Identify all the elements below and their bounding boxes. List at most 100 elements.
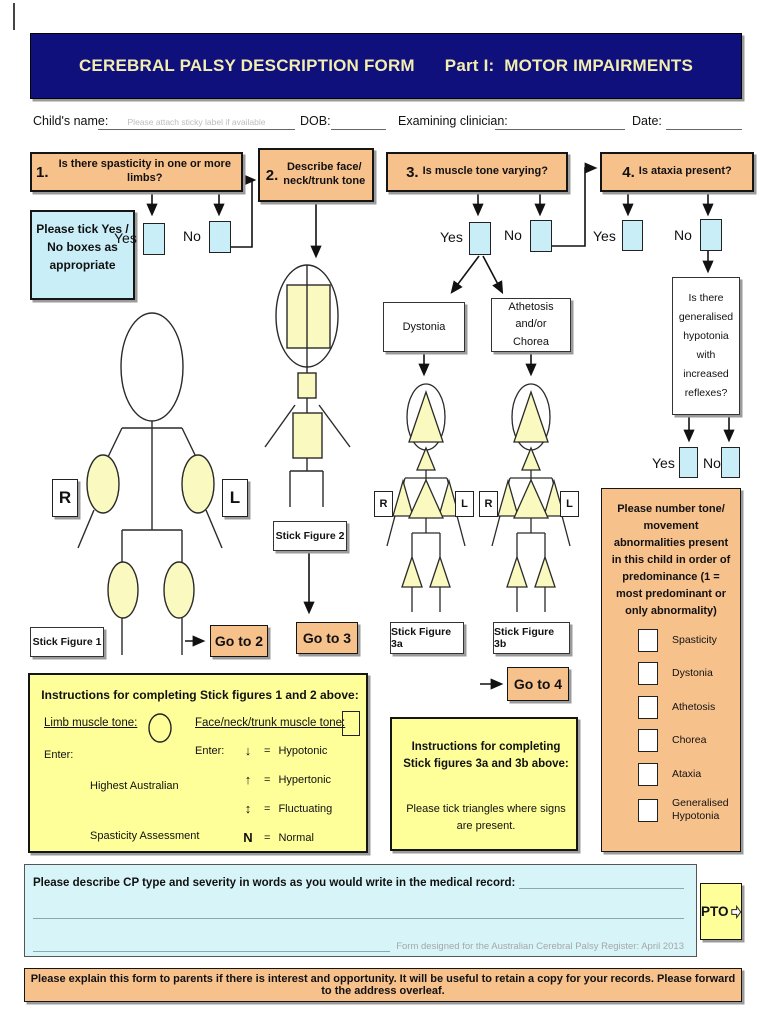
goto-3-box: Go to 3 bbox=[296, 622, 358, 654]
dob-field[interactable] bbox=[331, 112, 386, 130]
hypotonia-no-label: No bbox=[703, 455, 721, 471]
abnormality-row: Chorea bbox=[638, 729, 706, 752]
question-3-text: Is muscle tone varying? bbox=[422, 165, 548, 178]
ataxia-number-field[interactable] bbox=[638, 763, 658, 786]
normal-letter-glyph: N bbox=[243, 830, 253, 845]
up-down-arrow-icon: ↕ bbox=[244, 801, 252, 816]
q1-yes-label: Yes bbox=[114, 230, 137, 246]
predominance-box: Please number tone/ movement abnormaliti… bbox=[601, 488, 741, 852]
face-tone-heading: Face/neck/trunk muscle tone: bbox=[195, 717, 346, 729]
form-title-bar: CEREBRAL PALSY DESCRIPTION FORM Part I: … bbox=[30, 33, 742, 99]
child-name-placeholder: Please attach sticky label if available bbox=[127, 117, 266, 127]
q1-no-checkbox[interactable] bbox=[209, 221, 231, 253]
fig3a-caption: Stick Figure 3a bbox=[390, 622, 464, 654]
predominance-title: Please number tone/ movement abnormaliti… bbox=[611, 503, 731, 618]
child-name-label: Child's name: bbox=[33, 114, 109, 128]
question-2-number: 2. bbox=[265, 166, 279, 184]
chorea-number-field[interactable] bbox=[638, 729, 658, 752]
fig1-left-leg-field[interactable] bbox=[163, 561, 195, 619]
page-turn-arrow-icon bbox=[730, 904, 741, 919]
describe-line-2[interactable] bbox=[33, 917, 684, 919]
question-4-box: 4. Is ataxia present? bbox=[600, 152, 754, 192]
fig3b-left-side-label: L bbox=[560, 491, 579, 517]
tone-row-normal: N = Normal bbox=[240, 830, 314, 845]
question-4-number: 4. bbox=[622, 163, 635, 181]
form-credit-text: Form designed for the Australian Cerebra… bbox=[396, 941, 684, 952]
chorea-label: Chorea bbox=[672, 733, 707, 746]
fig1-left-arm-field[interactable] bbox=[181, 454, 215, 514]
athetosis-number-field[interactable] bbox=[638, 696, 658, 719]
spasticity-label: Spasticity bbox=[672, 633, 717, 646]
hypotonia-yes-label: Yes bbox=[652, 455, 675, 471]
athetosis-label: Athetosis bbox=[672, 700, 716, 713]
fig2-neck-field[interactable] bbox=[297, 372, 317, 399]
q3-no-label: No bbox=[504, 227, 522, 243]
hypotonia-yes-checkbox[interactable] bbox=[679, 447, 698, 478]
fig1-caption: Stick Figure 1 bbox=[30, 627, 104, 657]
goto-4-box: Go to 4 bbox=[507, 667, 569, 701]
pto-box: PTO bbox=[700, 883, 742, 940]
scan-artifact-line bbox=[13, 3, 15, 30]
fig1-head-field[interactable] bbox=[120, 312, 184, 422]
stick-figure-1-diagram[interactable] bbox=[36, 305, 266, 660]
q4-no-checkbox[interactable] bbox=[700, 219, 722, 251]
question-2-box: 2. Describe face/ neck/trunk tone bbox=[258, 148, 374, 202]
describe-line-1[interactable] bbox=[519, 887, 684, 889]
goto-2-box: Go to 2 bbox=[210, 625, 268, 657]
fig3b-caption: Stick Figure 3b bbox=[493, 622, 570, 654]
hypotonia-question-box: Is there generalised hypotonia with incr… bbox=[672, 277, 740, 415]
fig2-caption: Stick Figure 2 bbox=[273, 521, 347, 551]
form-title-left: CEREBRAL PALSY DESCRIPTION FORM bbox=[78, 56, 415, 75]
clinician-label: Examining clinician: bbox=[398, 114, 508, 128]
q3-yes-label: Yes bbox=[440, 229, 463, 245]
dystonia-number-field[interactable] bbox=[638, 662, 658, 685]
clinician-field[interactable] bbox=[495, 112, 625, 130]
generalised-hypotonia-number-field[interactable] bbox=[638, 798, 658, 822]
fig2-trunk-field[interactable] bbox=[292, 412, 323, 459]
question-1-number: 1. bbox=[36, 163, 49, 181]
abnormality-row: Spasticity bbox=[638, 629, 717, 652]
instructions-fig3-body: Please tick triangles where signs are pr… bbox=[406, 803, 566, 832]
tone-row-hypertonic: ↑ = Hypertonic bbox=[240, 772, 331, 787]
q1-no-label: No bbox=[183, 228, 201, 244]
tone-row-hypotonic: ↓ = Hypotonic bbox=[240, 743, 328, 758]
fig1-left-side-label: L bbox=[222, 479, 248, 517]
dystonia-box: Dystonia bbox=[383, 302, 465, 352]
q3-no-checkbox[interactable] bbox=[530, 220, 552, 252]
q4-yes-label: Yes bbox=[593, 228, 616, 244]
describe-cp-box: Please describe CP type and severity in … bbox=[24, 864, 697, 957]
face-tone-square-glyph bbox=[342, 711, 360, 736]
question-3-box: 3. Is muscle tone varying? bbox=[386, 152, 568, 192]
fig2-face-field[interactable] bbox=[286, 284, 331, 349]
fig1-right-leg-field[interactable] bbox=[107, 561, 139, 619]
abnormality-row: Dystonia bbox=[638, 662, 713, 685]
down-arrow-icon: ↓ bbox=[244, 743, 252, 758]
q4-yes-checkbox[interactable] bbox=[622, 220, 643, 251]
fig1-right-arm-field[interactable] bbox=[86, 454, 120, 514]
pto-label: PTO bbox=[701, 904, 729, 919]
face-enter-label: Enter: bbox=[195, 745, 225, 757]
ataxia-label: Ataxia bbox=[672, 767, 702, 780]
question-3-number: 3. bbox=[406, 163, 419, 181]
dob-label: DOB: bbox=[300, 114, 331, 128]
question-4-text: Is ataxia present? bbox=[638, 165, 732, 178]
describe-line-3[interactable] bbox=[33, 950, 391, 952]
stick-figure-2-diagram[interactable] bbox=[255, 262, 365, 512]
q3-yes-checkbox[interactable] bbox=[469, 222, 491, 255]
date-field[interactable] bbox=[666, 112, 742, 130]
q1-yes-checkbox[interactable] bbox=[143, 223, 165, 255]
instructions-fig3-title: Instructions for completing Stick figure… bbox=[403, 741, 569, 771]
child-name-field[interactable]: Please attach sticky label if available bbox=[98, 112, 295, 130]
spasticity-number-field[interactable] bbox=[638, 629, 658, 652]
hypotonia-no-checkbox[interactable] bbox=[721, 447, 740, 478]
instructions-fig12-title: Instructions for completing Stick figure… bbox=[41, 688, 359, 702]
question-1-text: Is there spasticity in one or more limbs… bbox=[58, 158, 231, 184]
footer-instruction-bar: Please explain this form to parents if t… bbox=[24, 968, 742, 1002]
limb-enter-label: Enter: bbox=[44, 749, 74, 761]
abnormality-row: Athetosis bbox=[638, 696, 715, 719]
up-arrow-icon: ↑ bbox=[244, 772, 252, 787]
tone-row-fluctuating: ↕ = Fluctuating bbox=[240, 801, 333, 816]
fig3b-right-side-label: R bbox=[479, 491, 498, 517]
